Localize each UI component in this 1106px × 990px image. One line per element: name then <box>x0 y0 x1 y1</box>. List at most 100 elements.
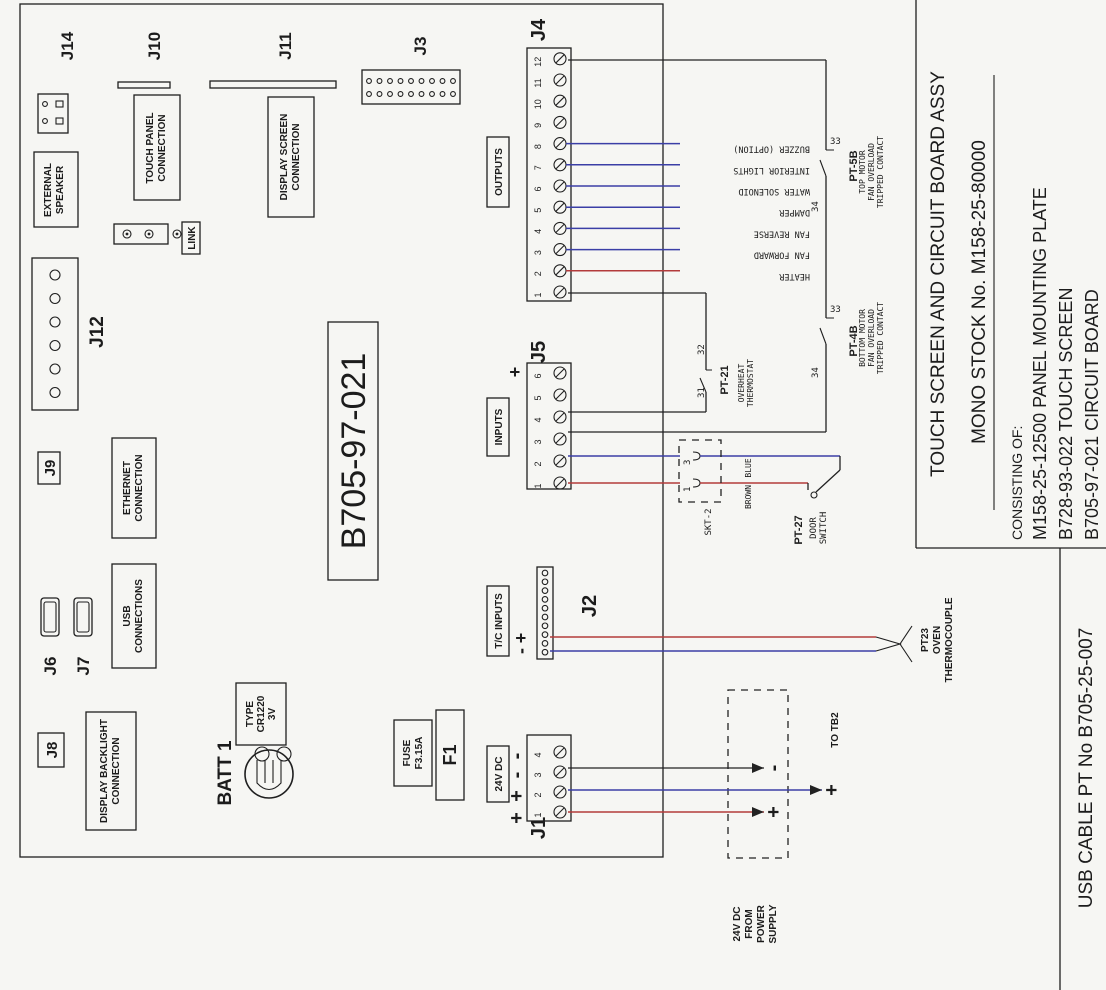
j3-pin <box>439 91 446 97</box>
j2-label: J2 <box>579 595 601 617</box>
j14-header <box>37 93 69 134</box>
supply-label: 24V DCFROMPOWERSUPPLY <box>732 904 779 943</box>
j4-screw <box>553 115 567 129</box>
j1-screw <box>553 805 567 819</box>
j4-pin-number: 8 <box>533 144 543 149</box>
j1-plus-1: + <box>506 812 528 824</box>
output-label: BUZZER (OPTION) <box>733 144 810 154</box>
pt21-id: PT-21 <box>719 365 731 394</box>
title-block-title: TOUCH SCREEN AND CIRCUIT BOARD ASSY <box>928 71 949 477</box>
j2-pin <box>541 578 549 586</box>
svg-text:33: 33 <box>830 305 841 315</box>
j6-label: J6 <box>41 657 60 676</box>
pt4b-description: BOTTOM MOTORFAN OVERLOADTRIPPED CONTACT <box>858 302 885 374</box>
j4-pin-number: 9 <box>533 123 543 128</box>
j2-pin <box>541 640 549 647</box>
j2-pin <box>541 648 549 656</box>
pt5b-description: TOP MOTORFAN OVERLOADTRIPPED CONTACT <box>858 136 885 208</box>
title-block-consisting: CONSISTING OF: <box>1009 426 1025 540</box>
j12-header <box>31 257 79 411</box>
skt2-plug <box>678 439 722 503</box>
display-screen-label: DISPLAY SCREENCONNECTION <box>279 114 302 201</box>
tc-inputs-label: T/C INPUTS <box>494 593 505 649</box>
j3-pin <box>429 91 435 97</box>
j8-box <box>37 732 65 768</box>
j3-pin <box>408 91 414 97</box>
link-label: LINK <box>187 226 198 250</box>
usb-cable-label: USB CABLE PT No B705-25-007 <box>1076 628 1097 909</box>
pt4b-contact-symbol: 33 34 <box>811 305 841 378</box>
pt5b-contact-symbol: 33 34 <box>811 137 841 212</box>
j1-pin-number: 1 <box>533 812 543 817</box>
j10-connector <box>117 81 171 89</box>
j3-pin <box>450 91 456 97</box>
j4-pin-number: 3 <box>533 250 543 255</box>
j3-pin <box>429 78 435 84</box>
pt23-label: PT23OVENTHERMOCOUPLE <box>920 597 955 682</box>
link-jumper-pins <box>122 229 182 239</box>
j1-pin-number: 4 <box>533 752 543 757</box>
j3-pin <box>418 78 425 84</box>
j5-pin-number: 3 <box>533 439 543 444</box>
j4-pin-number: 4 <box>533 229 543 234</box>
j4-screw <box>553 52 567 66</box>
j2-pin <box>541 613 549 621</box>
j2-pin <box>541 631 549 638</box>
supply-plus: + <box>763 806 785 818</box>
j11-label: J11 <box>276 32 295 59</box>
j5-terminal-block <box>526 362 572 490</box>
j4-screw <box>553 94 567 108</box>
j3-pins <box>366 78 456 97</box>
output-label: FAN FORWARD <box>754 250 810 260</box>
j5-pin-number: 5 <box>533 395 543 400</box>
batt-type-label: TYPECR12203V <box>245 695 278 732</box>
output-label: HEATER <box>778 271 810 281</box>
title-block-stock: MONO STOCK No. M158-25-80000 <box>969 140 990 444</box>
batt-type-box <box>235 682 287 746</box>
j2-pins <box>541 569 549 656</box>
j2-minus-label: - <box>511 648 531 654</box>
output-label: WATER SOLENOID <box>738 186 810 196</box>
external-speaker-label-box <box>33 151 79 228</box>
battery-holder-icon <box>244 746 294 799</box>
to-tb2-label: TO TB2 <box>830 712 841 748</box>
j5-screw <box>553 476 567 490</box>
external-speaker-label: EXTERNALSPEAKER <box>43 163 66 217</box>
thermocouple-wires <box>550 625 913 663</box>
j2-pin <box>541 587 549 594</box>
title-block-item-3: B705-97-021 CIRCUIT BOARD <box>1082 289 1102 540</box>
j1-screw <box>553 785 567 799</box>
j4-screw <box>553 73 567 87</box>
pt27-id: PT-27 <box>793 515 805 544</box>
j4-pin-number: 7 <box>533 165 543 170</box>
j4-label: J4 <box>528 18 550 41</box>
j1-pin-number: 2 <box>533 792 543 797</box>
usb-label: USBCONNECTIONS <box>122 579 145 653</box>
usb-port-j7 <box>73 597 93 637</box>
usb-port-j6 <box>40 597 60 637</box>
j5-screw <box>553 410 567 424</box>
24vdc-label: 24V DC <box>494 756 505 791</box>
j3-pin <box>397 91 404 97</box>
outputs-label: OUTPUTS <box>494 148 505 196</box>
tb2-plus: + <box>821 784 843 796</box>
ethernet-label: ETHERNETCONNECTION <box>122 454 145 521</box>
j5-plus-label: + <box>505 367 525 378</box>
wire-blue-label: BLUE <box>744 458 753 477</box>
ethernet-label-box <box>111 437 157 539</box>
j4-screw <box>553 285 567 299</box>
j2-pin <box>541 622 549 630</box>
svg-text:34: 34 <box>811 201 821 212</box>
tc-inputs-label-box <box>486 585 510 657</box>
output-label: DAMPER <box>778 207 810 217</box>
j12-pin <box>49 339 61 352</box>
pt27-description: DOORSWITCH <box>809 512 829 545</box>
j5-pin-number: 2 <box>533 461 543 466</box>
output-label: INTERIOR LIGHTS <box>733 165 810 175</box>
